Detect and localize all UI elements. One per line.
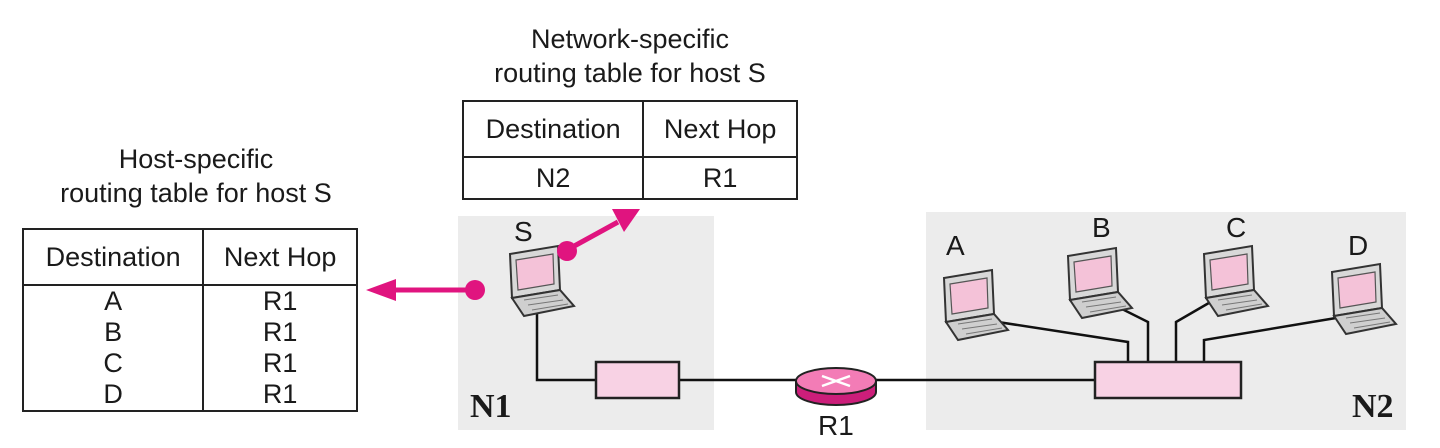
switch-n2 <box>1093 360 1243 400</box>
table-row: D R1 <box>21 379 358 411</box>
table-cell: N2 <box>461 157 645 200</box>
table-cell: R1 <box>202 285 358 317</box>
network-table-caption-line2: routing table for host S <box>494 58 766 88</box>
host-d-label: D <box>1348 230 1369 261</box>
network-table-header-next-hop: Next Hop <box>642 100 798 158</box>
host-table-caption: Host-specific routing table for host S <box>18 142 374 210</box>
network-table-caption-line1: Network-specific <box>530 24 730 54</box>
cable-d-switch <box>1202 316 1337 363</box>
host-s-label: S <box>514 216 533 247</box>
table-row: B R1 <box>21 317 358 348</box>
host-a-label: A <box>946 230 965 261</box>
cable-c-switch <box>1174 298 1215 363</box>
host-table-caption-line2: routing table for host S <box>60 178 332 208</box>
cable-s-switch <box>535 306 596 382</box>
arrow-icon <box>557 209 640 261</box>
host-table-caption-line1: Host-specific <box>118 144 274 174</box>
host-table-header-destination: Destination <box>21 228 205 286</box>
table-cell: R1 <box>202 348 358 379</box>
table-row: N2 R1 <box>461 157 798 200</box>
table-cell: R1 <box>202 379 358 411</box>
table-cell: R1 <box>202 317 358 348</box>
arrow-icon <box>366 279 485 301</box>
table-cell: B <box>21 317 205 348</box>
network-n2-label: N2 <box>1352 388 1394 425</box>
table-cell: R1 <box>642 157 798 200</box>
network-table-header-destination: Destination <box>461 100 645 158</box>
table-row: A R1 <box>21 285 358 317</box>
network-n1-label: N1 <box>470 388 512 425</box>
router-label: R1 <box>818 410 854 441</box>
router-icon <box>795 367 877 406</box>
table-row: C R1 <box>21 348 358 379</box>
host-b-label: B <box>1092 212 1111 243</box>
cable-a-switch <box>984 318 1130 363</box>
host-specific-routing-table: Destination Next Hop A R1 B R1 C R1 D R1 <box>21 228 358 412</box>
host-table-header-next-hop: Next Hop <box>202 228 358 286</box>
host-c-label: C <box>1226 212 1247 243</box>
switch-n1 <box>594 360 681 400</box>
network-specific-routing-table: Destination Next Hop N2 R1 <box>461 100 798 200</box>
table-cell: A <box>21 285 205 317</box>
table-cell: D <box>21 379 205 411</box>
network-table-caption: Network-specific routing table for host … <box>452 22 808 90</box>
table-cell: C <box>21 348 205 379</box>
